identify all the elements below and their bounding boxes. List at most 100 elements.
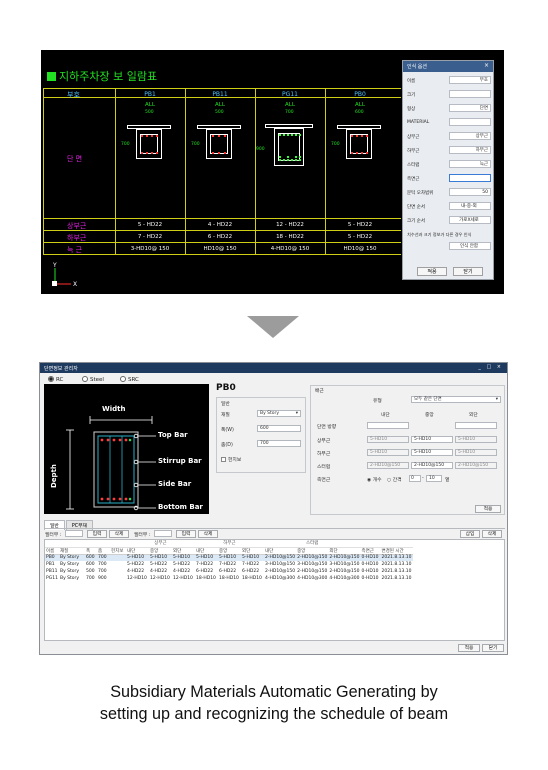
- radio-src[interactable]: SRC: [120, 376, 139, 383]
- add-row-button[interactable]: 삽입: [460, 530, 480, 538]
- column-header[interactable]: 헌치보: [110, 547, 126, 555]
- material-label: 재질: [221, 413, 230, 418]
- filter1-label: 필터부 :: [45, 533, 62, 538]
- column-header[interactable]: 내단: [264, 547, 297, 555]
- col-pos: ALL: [355, 102, 365, 108]
- side-spacing-radio[interactable]: ○ 간격: [387, 478, 402, 483]
- bottom-bar-value: 18 - HD22: [276, 234, 304, 240]
- option-input[interactable]: 늑근: [449, 160, 491, 168]
- filter1-input-button[interactable]: 입력: [87, 530, 107, 538]
- bottom-bar-input[interactable]: 5-HD10: [367, 449, 409, 456]
- row-label-bottom: 하부근: [67, 234, 87, 242]
- column-header-row: 이름 재질 폭 춤 헌치보 내단 중앙 외단 내단 중앙 외단 내단 중앙 외단…: [45, 547, 413, 555]
- radio-rc[interactable]: RC: [48, 376, 63, 383]
- filter2-delete-button[interactable]: 삭제: [198, 530, 218, 538]
- chevron-down-icon: ▾: [295, 411, 298, 416]
- apply-button[interactable]: 적용: [417, 267, 447, 276]
- stirrup-input[interactable]: 2-HD10@150: [455, 462, 497, 469]
- type-select[interactable]: 모두 같은 단면▾: [411, 396, 501, 403]
- bottom-bar-input[interactable]: 5-HD10: [455, 449, 497, 456]
- haunch-checkbox[interactable]: 헌치보: [221, 456, 241, 463]
- column-header[interactable]: 내단: [195, 547, 218, 555]
- rebar-apply-button[interactable]: 적용: [475, 505, 501, 513]
- column-header[interactable]: 춤: [97, 547, 110, 555]
- option-input[interactable]: [449, 118, 491, 126]
- close-icon[interactable]: ×: [483, 62, 489, 69]
- apply-button[interactable]: 적용: [458, 644, 480, 652]
- option-input[interactable]: 상부근: [449, 132, 491, 140]
- option-select[interactable]: 가로X세로: [449, 216, 491, 224]
- option-input[interactable]: 50: [449, 188, 491, 196]
- filter2-label: 필터부 :: [134, 533, 151, 538]
- close-button[interactable]: 닫기: [453, 267, 483, 276]
- stirrup-input[interactable]: 2-HD10@150: [411, 462, 453, 469]
- direction-input[interactable]: [367, 422, 409, 429]
- depth-dim: 700: [121, 142, 130, 147]
- grid-line: [43, 254, 401, 255]
- option-input[interactable]: 부호: [449, 76, 491, 84]
- column-header[interactable]: 중앙: [296, 547, 329, 555]
- close-button[interactable]: 닫기: [482, 644, 504, 652]
- option-input[interactable]: 하부근: [449, 146, 491, 154]
- beam-section: [197, 125, 241, 159]
- filter2-input-button[interactable]: 입력: [176, 530, 196, 538]
- row-label-header: 부호: [67, 91, 80, 99]
- material-select[interactable]: By Story▾: [257, 410, 301, 417]
- schedule-title: 지하주차장 보 일람표: [47, 68, 157, 84]
- remove-row-button[interactable]: 삭제: [482, 530, 502, 538]
- option-row: 인식 안함: [407, 242, 491, 251]
- filter1-delete-button[interactable]: 삭제: [109, 530, 129, 538]
- column-header[interactable]: 중앙: [149, 547, 172, 555]
- side-unit: 열: [445, 478, 450, 483]
- top-bar-input[interactable]: 5-HD10: [411, 436, 453, 443]
- col-name: PB11: [212, 91, 228, 98]
- window-controls[interactable]: _ □ ×: [478, 364, 503, 370]
- grid-line: [43, 230, 401, 231]
- column-header[interactable]: 외단: [172, 547, 195, 555]
- stirrup-input[interactable]: 2-HD10@150: [367, 462, 409, 469]
- bottom-bar-input[interactable]: 5-HD10: [411, 449, 453, 456]
- column-header[interactable]: 변경된 시간: [380, 547, 413, 555]
- beam-section: [337, 125, 381, 159]
- option-select[interactable]: 내-중-외: [449, 202, 491, 210]
- col-name: PG11: [282, 91, 298, 98]
- side-count-radio[interactable]: ◉ 개수: [367, 478, 382, 483]
- top-bar-input[interactable]: 5-HD10: [367, 436, 409, 443]
- side-spacing-input[interactable]: 10: [426, 475, 442, 482]
- grid-line: [255, 88, 256, 254]
- column-header[interactable]: 중앙: [218, 547, 241, 555]
- option-row: 치수선과 크기 정보가 다른 경우 인식: [407, 232, 472, 237]
- top-bar-input[interactable]: 5-HD10: [455, 436, 497, 443]
- option-input[interactable]: [449, 174, 491, 182]
- column-header[interactable]: 재질: [59, 547, 85, 555]
- radio-steel[interactable]: Steel: [82, 376, 104, 383]
- width-input[interactable]: 600: [257, 425, 301, 432]
- side-count-input[interactable]: 0: [409, 475, 421, 482]
- filter1-input[interactable]: [65, 530, 83, 537]
- column-header[interactable]: 외단: [328, 547, 361, 555]
- tab-pc-member[interactable]: PC부재: [65, 520, 93, 530]
- col-pos: ALL: [145, 102, 155, 108]
- tab-general[interactable]: 일반: [44, 520, 65, 530]
- column-header[interactable]: 이름: [45, 547, 59, 555]
- stirrup-value: 4-HD10@ 150: [270, 246, 310, 252]
- bottom-bar-value: 7 - HD22: [137, 234, 163, 240]
- radio-checked-icon: [48, 376, 54, 382]
- depth-input[interactable]: 700: [257, 440, 301, 447]
- width-label: Width: [102, 405, 126, 413]
- stirrup-value: 3-HD10@ 150: [130, 246, 170, 252]
- option-input[interactable]: [449, 90, 491, 98]
- column-header[interactable]: 폭: [85, 547, 97, 555]
- column-header[interactable]: 내단: [126, 547, 149, 555]
- direction-input[interactable]: [455, 422, 497, 429]
- column-header[interactable]: 측면근: [360, 547, 381, 555]
- option-input[interactable]: 단면: [449, 104, 491, 112]
- column-header[interactable]: 외단: [241, 547, 264, 555]
- filter2-input[interactable]: [154, 530, 172, 537]
- option-select[interactable]: 인식 안함: [449, 242, 491, 250]
